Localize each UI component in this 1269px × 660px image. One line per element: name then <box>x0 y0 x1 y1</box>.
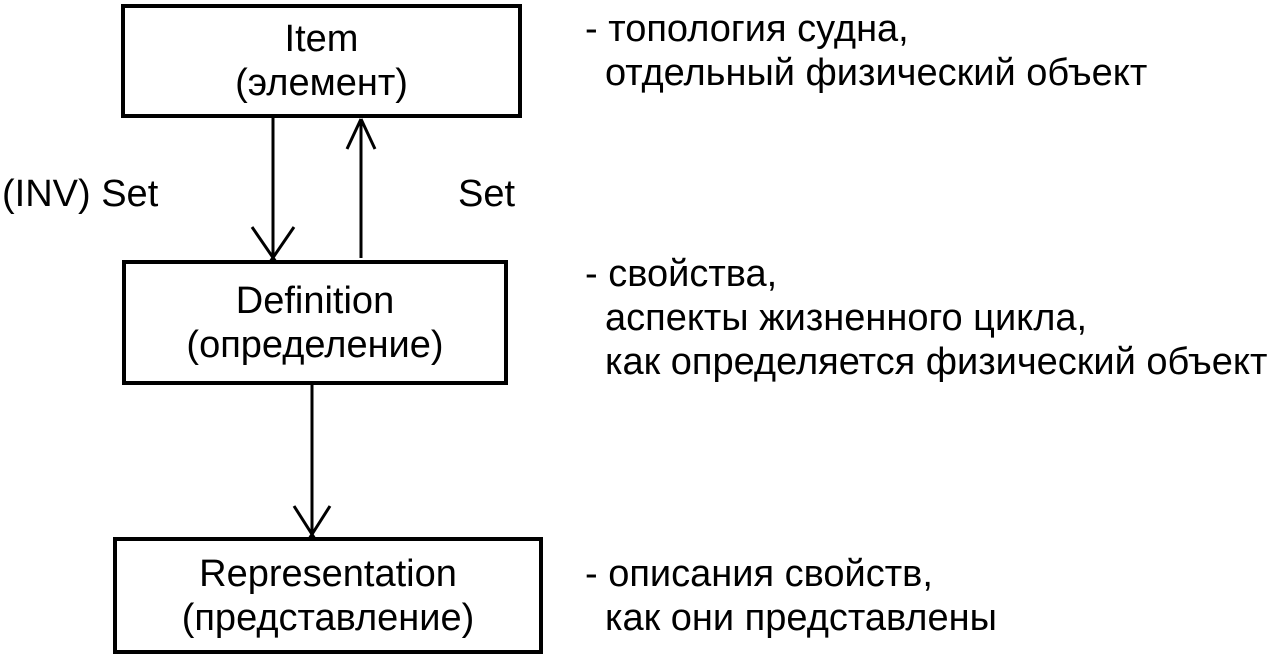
annotation-definition: - свойства, аспекты жизненного цикла, ка… <box>585 252 1267 384</box>
arrow-definition-to-representation <box>292 385 332 540</box>
annotation-definition-line1: - свойства, <box>585 253 778 295</box>
annotation-item: - топология судна, отдельный физический … <box>585 7 1147 95</box>
box-representation: Representation (представление) <box>113 537 543 654</box>
edge-label-inv-set: (INV) Set <box>2 173 159 215</box>
box-definition-subtitle: (определение) <box>186 323 444 366</box>
edge-label-set: Set <box>458 173 516 215</box>
annotation-representation-line1: - описания свойств, <box>585 553 933 595</box>
box-item-subtitle: (элемент) <box>235 62 408 104</box>
box-definition: Definition (определение) <box>122 260 508 385</box>
box-item: Item (элемент) <box>121 4 522 118</box>
annotation-representation-line2: как они представлены <box>605 597 997 639</box>
annotation-definition-line3: как определяется физический объект <box>605 341 1268 383</box>
arrow-definition-to-item <box>345 118 377 258</box>
annotation-definition-line2: аспекты жизненного цикла, <box>605 297 1088 339</box>
box-item-title: Item <box>284 18 359 60</box>
annotation-representation: - описания свойств, как они представлены <box>585 552 997 640</box>
arrow-item-to-definition <box>250 118 296 263</box>
annotation-item-line2: отдельный физический объект <box>605 52 1148 94</box>
annotation-item-line1: - топология судна, <box>585 8 909 50</box>
box-representation-title: Representation <box>199 552 457 595</box>
box-representation-subtitle: (представление) <box>181 596 475 639</box>
box-definition-title: Definition <box>235 279 395 322</box>
